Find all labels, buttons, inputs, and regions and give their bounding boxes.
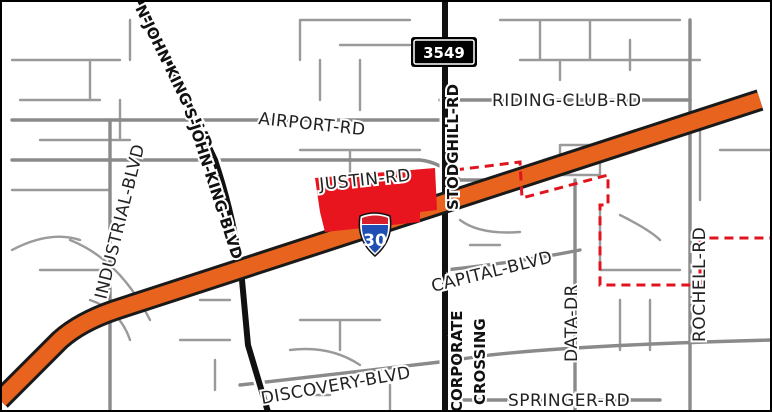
interstate-30-number: 30 [363, 231, 387, 251]
site-boundary [315, 160, 772, 287]
label-corporate: CORPORATE [448, 310, 466, 412]
route-3549-marker: 3549 [411, 37, 477, 67]
label-riding-club-rd: RIDING-CLUB-RD [492, 91, 642, 111]
interstate-30 [0, 89, 764, 408]
label-crossing: CROSSING [471, 318, 489, 405]
label-airport-rd: AIRPORT-RD [257, 109, 366, 140]
collector-roads [10, 18, 772, 412]
minor-streets [10, 18, 772, 412]
route-3549-number: 3549 [423, 44, 465, 62]
road-discovery [238, 338, 772, 387]
label-data-dr: DATA-DR [562, 284, 582, 362]
label-s-john-king: S-JOHN-KING-BLVD [180, 106, 246, 262]
label-stodghill-rd: STODGHILL-RD [444, 84, 462, 210]
interstate-30-shield: 30 [358, 212, 392, 257]
road-capital [443, 248, 582, 272]
label-springer-rd: SPRINGER-RD [508, 391, 630, 411]
site-parcel [315, 168, 437, 232]
label-rochell-rd: ROCHELL-RD [690, 227, 710, 342]
